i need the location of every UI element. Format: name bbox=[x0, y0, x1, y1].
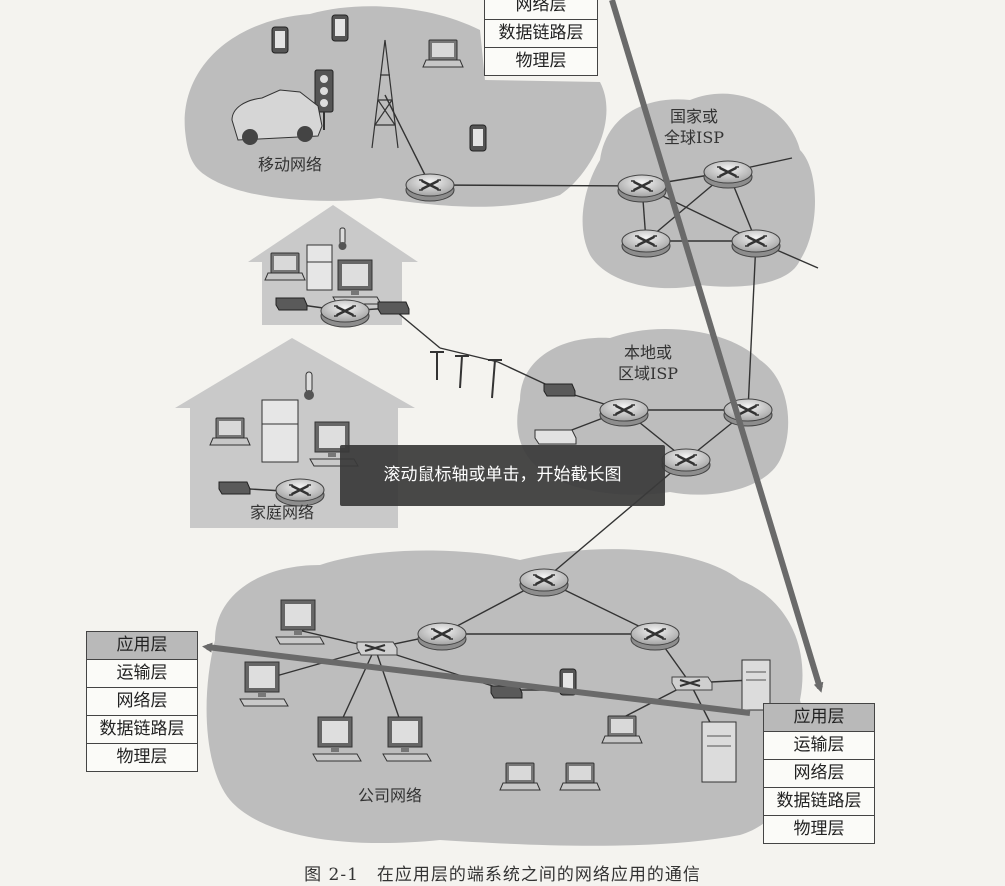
stack-layer: 运输层 bbox=[764, 731, 874, 759]
local-isp-label: 本地或 区域ISP bbox=[618, 342, 678, 384]
local-isp-label-line1: 本地或 bbox=[624, 343, 673, 362]
mobile-network-label: 移动网络 bbox=[258, 155, 323, 174]
laptop-icon bbox=[601, 715, 643, 744]
stack-layer: 物理层 bbox=[764, 815, 874, 843]
modem-icon bbox=[534, 429, 577, 445]
communication-arrows bbox=[202, 0, 824, 716]
long-screenshot-toast[interactable]: 滚动鼠标轴或单击，开始截长图 bbox=[340, 445, 665, 506]
modem-icon bbox=[377, 301, 410, 315]
modem-icon bbox=[218, 481, 251, 495]
router-icon bbox=[416, 621, 468, 652]
cell-tower bbox=[371, 39, 399, 149]
router-icon bbox=[518, 567, 570, 598]
local-isp-label-line2: 区域ISP bbox=[618, 364, 679, 383]
enterprise-network-label: 公司网络 bbox=[358, 786, 423, 805]
stack-layer: 网络层 bbox=[764, 759, 874, 787]
protocol-stack-top: 网络层 数据链路层 物理层 bbox=[484, 0, 598, 76]
traffic-light-icon bbox=[314, 69, 334, 130]
router-icon bbox=[616, 173, 668, 204]
fridge-icon bbox=[261, 399, 299, 463]
laptop-icon bbox=[209, 417, 251, 446]
phone-icon bbox=[271, 26, 289, 54]
stack-layer: 数据链路层 bbox=[87, 715, 197, 743]
modem-icon bbox=[275, 297, 308, 311]
modem-icon bbox=[543, 383, 576, 397]
utility-poles bbox=[430, 351, 502, 399]
router-icon bbox=[319, 298, 371, 329]
stack-layer: 运输层 bbox=[87, 659, 197, 687]
stack-layer: 数据链路层 bbox=[485, 19, 597, 47]
stack-layer: 网络层 bbox=[87, 687, 197, 715]
laptop-icon bbox=[264, 252, 306, 281]
stack-layer-application: 应用层 bbox=[764, 704, 874, 731]
stack-layer: 物理层 bbox=[485, 47, 597, 75]
thermometer-icon bbox=[338, 227, 347, 250]
switch-icon bbox=[671, 676, 713, 691]
router-icon bbox=[702, 159, 754, 190]
router-icon bbox=[404, 172, 456, 203]
upper-house bbox=[248, 205, 418, 325]
router-icon bbox=[629, 621, 681, 652]
car-icon bbox=[231, 89, 323, 145]
router-icon bbox=[598, 397, 650, 428]
fridge-icon bbox=[306, 244, 333, 291]
figure-caption: 图 2-1 在应用层的端系统之间的网络应用的通信 bbox=[304, 865, 701, 885]
home-network-label: 家庭网络 bbox=[250, 503, 315, 522]
switch-icon bbox=[356, 641, 398, 656]
laptop-icon bbox=[422, 39, 464, 68]
laptop-icon bbox=[559, 762, 601, 791]
global-isp-label: 国家或 全球ISP bbox=[664, 106, 724, 148]
protocol-stack-right: 应用层 运输层 网络层 数据链路层 物理层 bbox=[763, 703, 875, 844]
global-isp-label-line2: 全球ISP bbox=[664, 128, 725, 147]
server-icon bbox=[701, 721, 737, 783]
modem-icon bbox=[490, 685, 523, 699]
router-icon bbox=[730, 228, 782, 259]
thermometer-icon bbox=[304, 371, 314, 400]
global-isp-label-line1: 国家或 bbox=[670, 107, 719, 126]
stack-layer-application: 应用层 bbox=[87, 632, 197, 659]
router-icon bbox=[660, 447, 712, 478]
stack-layer: 网络层 bbox=[515, 0, 567, 15]
router-icon bbox=[620, 228, 672, 259]
mobile-network-cloud bbox=[184, 6, 607, 207]
server-icon bbox=[741, 659, 771, 711]
phone-icon bbox=[331, 14, 349, 42]
laptop-icon bbox=[499, 762, 541, 791]
stack-layer: 数据链路层 bbox=[764, 787, 874, 815]
stack-layer: 物理层 bbox=[87, 743, 197, 771]
protocol-stack-left: 应用层 运输层 网络层 数据链路层 物理层 bbox=[86, 631, 198, 772]
phone-icon bbox=[469, 124, 487, 152]
